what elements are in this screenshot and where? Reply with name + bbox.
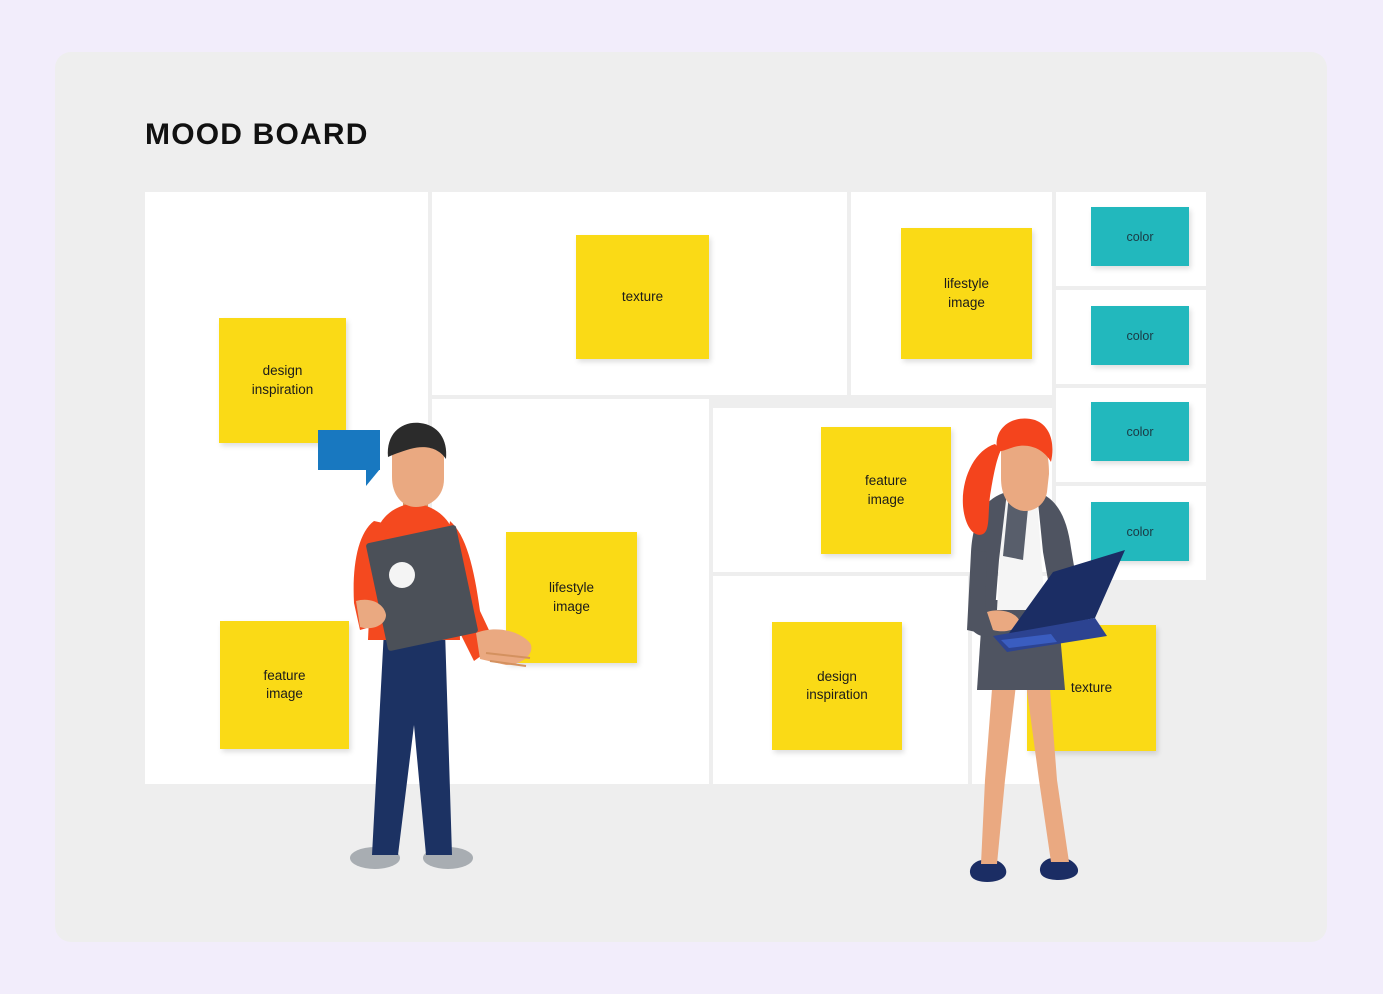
note-design-inspiration-2[interactable]: design inspiration (772, 622, 902, 750)
note-feature-image-1[interactable]: feature image (821, 427, 951, 554)
swatch-label: color (1126, 424, 1154, 439)
man-hair (387, 422, 447, 459)
note-feature-image-2[interactable]: feature image (220, 621, 349, 749)
woman-leg-right (1025, 676, 1069, 862)
man-presenter (340, 422, 560, 875)
note-line-2: inspiration (251, 381, 314, 397)
swatch-color-2[interactable]: color (1091, 306, 1189, 365)
woman-shoe-left (969, 860, 1007, 882)
note-line-2: image (266, 686, 303, 701)
note-line-1: design (262, 363, 303, 379)
woman-hand-left (987, 610, 1020, 632)
swatch-label: color (1126, 229, 1154, 244)
note-line-1: texture (621, 288, 664, 304)
note-line-2: image (867, 491, 905, 507)
note-line-1: texture (1070, 679, 1113, 695)
woman-ponytail (962, 444, 1001, 535)
woman-laptop (993, 550, 1125, 652)
note-line-2: image (553, 598, 590, 614)
note-line-2: image (948, 294, 985, 310)
swatch-label: color (1126, 328, 1154, 343)
note-line-1: feature (864, 473, 908, 489)
swatch-color-1[interactable]: color (1091, 207, 1189, 266)
note-line-1: feature (263, 667, 306, 683)
note-line-1: design (817, 668, 857, 684)
note-texture-1[interactable]: texture (576, 235, 709, 359)
note-design-inspiration-1[interactable]: design inspiration (219, 318, 346, 443)
speech-bubble-icon (318, 430, 380, 486)
man-laptop (366, 525, 478, 651)
man-hand-right (476, 629, 532, 667)
swatch-color-4[interactable]: color (1091, 502, 1189, 561)
man-hand-left (356, 599, 386, 629)
woman-head (1001, 429, 1049, 512)
note-line-1: lifestyle (548, 580, 594, 596)
note-line-2: inspiration (806, 687, 868, 702)
woman-leg-left (981, 676, 1017, 864)
swatch-label: color (1126, 524, 1154, 539)
woman-hair (996, 418, 1053, 462)
man-pants (372, 630, 452, 855)
note-lifestyle-image-1[interactable]: lifestyle image (901, 228, 1032, 359)
note-line-1: lifestyle (943, 276, 989, 292)
woman-analyst (945, 418, 1145, 890)
woman-shoe-right (1039, 858, 1079, 880)
swatch-color-3[interactable]: color (1091, 402, 1189, 461)
page-title: MOOD BOARD (145, 118, 369, 151)
